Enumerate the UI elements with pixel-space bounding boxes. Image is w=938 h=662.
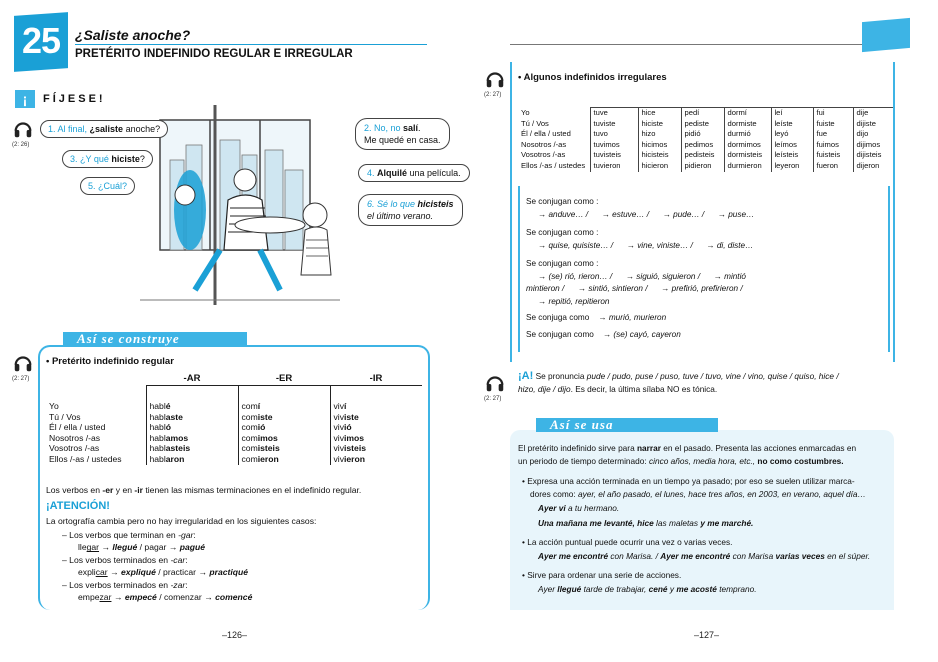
list-item: mintieron / → sintió, sintieron / → pref… [526,284,743,293]
atencion-intro: La ortografía cambia pero no hay irregul… [46,516,317,526]
list-item: Se conjugan como : [526,259,599,268]
list-item: • Expresa una acción terminada en un tie… [522,476,855,487]
page-number-right: –127– [694,630,720,640]
list-item: • Sirve para ordenar una serie de accion… [522,569,682,580]
list-item: explicar → expliqué / practicar → practi… [78,567,249,578]
usa-panel [510,430,894,610]
headphones-icon [12,118,34,140]
speech-bubble-1: 1. Al final, ¿saliste anoche? [40,120,169,138]
speech-bubble-2: 2. No, no salí.Me quedé en casa. [355,118,450,150]
corner-tab [862,17,910,53]
list-item: empezar → empecé / comenzar → comencé [78,592,253,603]
list-item: – Los verbos que terminan en -gar: [62,530,196,540]
speech-bubble-5: 5. ¿Cuál? [80,177,136,195]
atencion-list: – Los verbos que terminan en -gar: llega… [62,529,252,603]
construye-panel [38,345,430,610]
fijese-mark: ¡ [15,90,35,108]
list-item: Se conjugan como → (se) cayó, cayeron [526,329,681,339]
unit-title: ¿Saliste anoche? [75,27,191,43]
audio-track: (2: 27) [12,376,30,382]
atencion-title: ¡ATENCIÓN! [46,500,110,512]
irregular-heading: • Algunos indefinidos irregulares [518,72,667,83]
list-item: Se conjuga como → murió, murieron [526,313,667,322]
unit-subtitle: PRETÉRITO INDEFINIDO REGULAR E IRREGULAR [75,48,353,60]
audio-track: (2: 26) [12,142,30,148]
irregular-panel [510,62,895,362]
left-page: 25 ¿Saliste anoche? PRETÉRITO INDEFINIDO… [0,0,470,662]
list-item: → anduve… / → estuve… / → pude… / → puse… [538,209,755,219]
construye-bar: Así se construye [63,332,247,346]
headphones-icon [484,372,506,394]
list-item: Una mañana me levanté, hice las maletas … [538,517,754,528]
unit-number: 25 [21,20,61,61]
list-item: llegar → llegué / pagar → pagué [78,542,206,553]
list-item: – Los verbos terminados en -car: [62,554,188,565]
usa-bar: Así se usa [536,418,718,432]
conjugan-box [518,186,890,352]
list-item: dores como: ayer, el año pasado, el lune… [530,488,866,499]
list-item: Se conjugan como : [526,228,599,237]
list-item: → quise, quisiste… / → vine, viniste… / … [538,240,754,250]
audio-track: (2: 27) [484,92,502,98]
page-number-left: –126– [222,630,248,640]
list-item: Ayer llegué tarde de trabajar, cené y me… [538,584,757,595]
header-rule [510,44,905,45]
list-item: → (se) rió, rieron… / → siguió, siguiero… [538,271,746,281]
title-rule [75,44,427,45]
regular-note: Los verbos en -er y en -ir tienen las mi… [46,485,362,495]
list-item: → repitió, repitieron [538,296,610,306]
list-item: – Los verbos terminados en -zar: [62,579,188,590]
list-item: Se conjugan como : [526,197,599,206]
cafe-scene-illustration [140,105,340,305]
headphones-icon [12,352,34,374]
fijese-title: FÍJESE! [43,93,106,105]
usa-content: El pretérito indefinido sirve para narra… [518,443,871,595]
pronuncia-note: ¡A! Se pronuncia pude / pudo, puse / pus… [518,370,839,394]
list-item: Ayer vi a tu hermano. [538,503,620,514]
speech-bubble-4: 4. Alquilé una película. [358,164,470,182]
regular-heading: • Pretérito indefinido regular [46,356,174,367]
list-item: Ayer me encontré con Marisa. / Ayer me e… [538,551,871,562]
right-page: (2: 27) • Algunos indefinidos irregulare… [470,0,938,662]
conjugan-list: Se conjugan como : → anduve… / → estuve…… [526,196,754,341]
speech-bubble-3: 3. ¿Y qué hiciste? [62,150,153,168]
headphones-icon [484,68,506,90]
list-item: • La acción puntual puede ocurrir una ve… [522,536,733,547]
table-header: -AR -ER -IR [183,373,383,384]
audio-track: (2: 27) [484,396,502,402]
